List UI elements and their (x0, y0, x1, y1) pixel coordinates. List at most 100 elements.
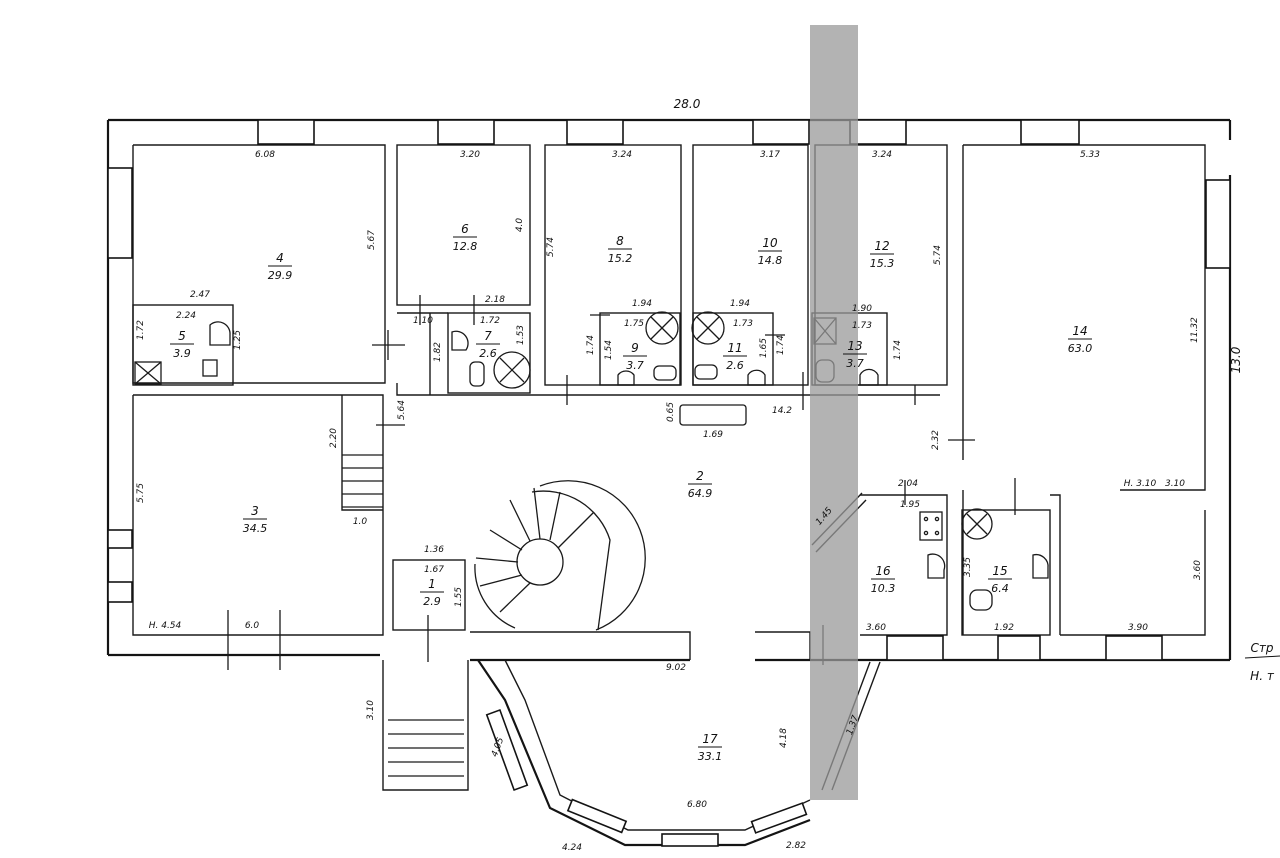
dim-2-47: 2.47 (190, 290, 210, 300)
room-15-label: 156.4 (988, 564, 1012, 595)
room-2-area: 64.9 (688, 487, 713, 500)
dim-1-55: 1.55 (454, 587, 464, 607)
dim-1-0: 1.0 (353, 517, 368, 527)
overall-depth: 13.0 (1229, 346, 1243, 373)
room-8-number: 8 (616, 234, 624, 248)
bay-walls (477, 659, 811, 847)
dim-1-74c: 1.74 (893, 340, 903, 360)
dim-5-74b: 5.74 (933, 245, 943, 265)
room-labels: 12.9264.9334.5429.953.9612.872.6815.293.… (170, 222, 1092, 763)
room-7-label: 72.6 (476, 329, 500, 360)
room-10-label: 10 14.8 (758, 236, 783, 267)
dim-6-80: 6.80 (687, 800, 707, 810)
dim-1-25: 1.25 (233, 330, 243, 350)
room-10-area: 14.8 (758, 254, 783, 267)
dim-4-18: 4.18 (779, 728, 789, 748)
dim-1-94a: 1.94 (632, 299, 652, 309)
room-11-area: 2.6 (726, 359, 744, 372)
room-13-label: 133.7 (843, 339, 867, 370)
room-4-label: 429.9 (268, 251, 293, 282)
room-16-label: 16 10.3 (871, 564, 896, 595)
stair-note-text: Стр (1251, 641, 1274, 655)
dim-1-94b: 1.94 (730, 299, 750, 309)
dim-1-73b: 1.73 (852, 321, 872, 331)
dim-3-17: 3.17 (760, 150, 780, 160)
dim-1-72b: 1.72 (480, 316, 500, 326)
dim-3-24b: 3.24 (872, 150, 892, 160)
exterior-walls (106, 118, 1232, 662)
dim-1-54: 1.54 (604, 340, 614, 360)
room-1-number: 1 (428, 577, 436, 591)
dim-14-2: 14.2 (772, 406, 792, 416)
sanitary-fixtures (134, 311, 1049, 611)
dim-1-69: 1.69 (703, 430, 723, 440)
dim-1-73a: 1.73 (733, 319, 753, 329)
room-9-number: 9 (631, 341, 639, 355)
room-14-number: 14 (1072, 324, 1087, 338)
dim-5-75: 5.75 (136, 483, 146, 503)
room-1-label: 12.9 (420, 577, 444, 608)
stair-note-sub: Н. т (1250, 669, 1275, 683)
room-5-label: 53.9 (170, 329, 194, 360)
room-17-number: 17 (702, 732, 718, 746)
dim-3-35: 3.35 (963, 557, 973, 577)
height-mark-3-10: Н. 3.10 (1124, 479, 1157, 489)
room-3-number: 3 (251, 504, 259, 518)
room-4-number: 4 (276, 251, 284, 265)
dim-2-24: 2.24 (176, 311, 196, 321)
dim-11-32: 11.32 (1190, 317, 1200, 343)
dim-5-74a: 5.74 (546, 237, 556, 257)
room-outlines (132, 144, 1206, 791)
dim-3-90: 3.90 (1128, 623, 1148, 633)
room-15-number: 15 (992, 564, 1007, 578)
door-marks (227, 295, 1016, 670)
room-13-area: 3.7 (846, 357, 864, 370)
dim-1-67: 1.67 (424, 565, 444, 575)
room-14-area: 63.0 (1068, 342, 1093, 355)
room-6-area: 12.8 (453, 240, 478, 253)
room-16-number: 16 (875, 564, 891, 578)
dim-1-65: 1.65 (759, 338, 769, 358)
room-7-area: 2.6 (479, 347, 497, 360)
dim-3-60a: 3.60 (1193, 560, 1203, 580)
room-11-number: 11 (727, 341, 742, 355)
dim-2-18: 2.18 (485, 295, 505, 305)
dim-5-33: 5.33 (1080, 150, 1100, 160)
room-7-number: 7 (484, 329, 492, 343)
dim-1-90: 1.90 (852, 304, 872, 314)
dim-6-0: 6.0 (245, 621, 260, 631)
room-9-area: 3.7 (626, 359, 644, 372)
room-4-area: 29.9 (268, 269, 293, 282)
room-3-area: 34.5 (243, 522, 268, 535)
room-15-area: 6.4 (991, 582, 1009, 595)
room-16-area: 10.3 (871, 582, 896, 595)
dim-2-04: 2.04 (898, 479, 918, 489)
room-2-number: 2 (696, 469, 704, 483)
room-6-number: 6 (461, 222, 469, 236)
dim-9-02: 9.02 (666, 663, 686, 673)
dim-1-82: 1.82 (433, 342, 443, 362)
room-11-label: 112.6 (723, 341, 747, 372)
dim-4-24: 4.24 (562, 843, 582, 853)
dimension-labels: 28.0 13.0 6.08 3.20 3.24 3.17 3.24 5.33 … (136, 97, 1243, 853)
overall-width: 28.0 (674, 97, 701, 111)
room-10-number: 10 (762, 236, 778, 250)
dim-3-60b: 3.60 (866, 623, 886, 633)
room-17-area: 33.1 (698, 750, 723, 763)
room-17-label: 17 33.1 (698, 732, 723, 763)
dim-1-74b: 1.74 (776, 335, 786, 355)
dim-4-0: 4.0 (515, 218, 525, 233)
spiral-staircase (474, 480, 646, 631)
dim-5-67: 5.67 (367, 230, 377, 250)
dim-1-75: 1.75 (624, 319, 644, 329)
dim-1-36: 1.36 (424, 545, 444, 555)
dim-5-64: 5.64 (397, 400, 407, 420)
dim-3-20: 3.20 (460, 150, 480, 160)
dim-3-24a: 3.24 (612, 150, 632, 160)
scan-shading (810, 25, 858, 800)
dim-2-20: 2.20 (329, 428, 339, 448)
room-8-area: 15.2 (608, 252, 633, 265)
room-9-label: 93.7 (623, 341, 647, 372)
